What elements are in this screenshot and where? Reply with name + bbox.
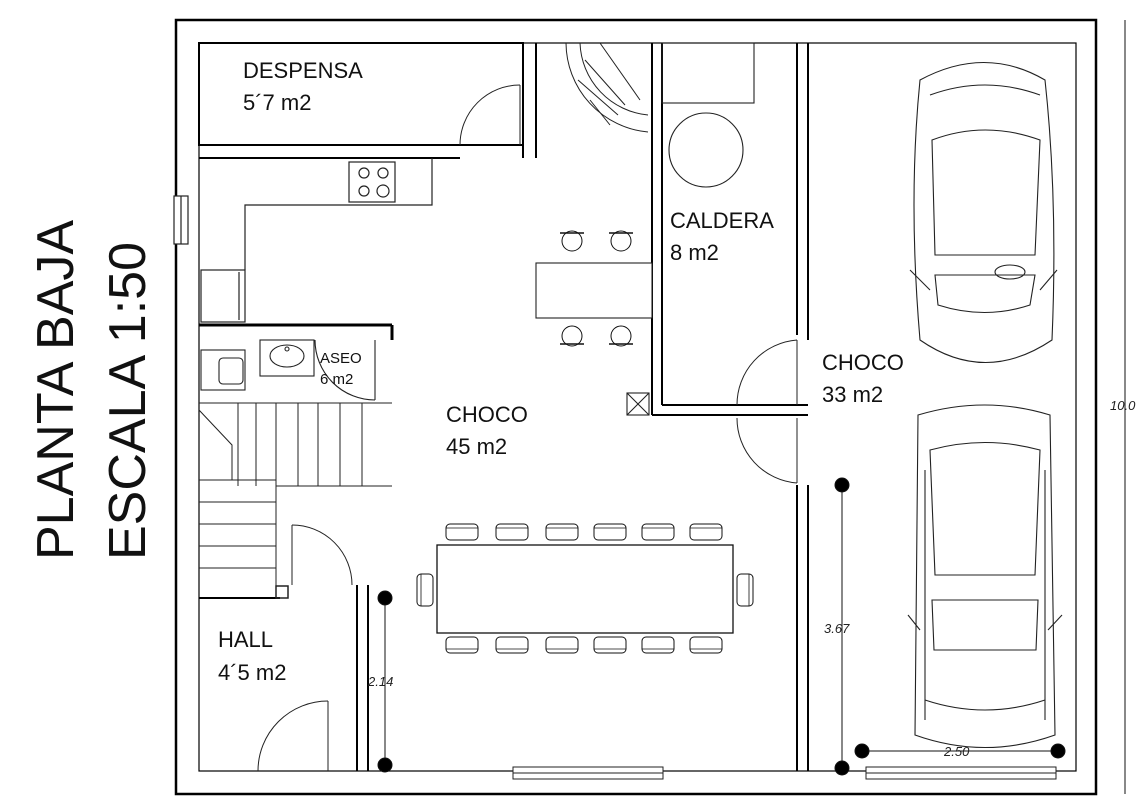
island: [535, 230, 653, 347]
plan-scale: ESCALA 1:50: [99, 242, 157, 560]
room-area-aseo: 6 m2: [320, 371, 353, 388]
room-name-caldera: CALDERA: [670, 208, 774, 233]
dimension-garage-height: 3.67: [824, 621, 850, 636]
car-bottom: [907, 404, 1063, 748]
room-area-choco-garage: 33 m2: [822, 382, 883, 407]
room-name-hall: HALL: [218, 627, 273, 652]
room-area-despensa: 5´7 m2: [243, 90, 311, 115]
spiral-stair: [565, 42, 649, 133]
room-name-choco-main: CHOCO: [446, 402, 528, 427]
car-top: [909, 61, 1058, 363]
room-area-choco-main: 45 m2: [446, 434, 507, 459]
aseo-fixtures: [200, 339, 376, 401]
title-block: PLANTA BAJA ESCALA 1:50: [27, 220, 157, 560]
caldera-fixtures: [626, 42, 755, 416]
left-window: [173, 195, 189, 245]
dimension-garage-width: 2.50: [943, 744, 970, 759]
room-name-aseo: ASEO: [320, 350, 362, 367]
room-name-choco-garage: CHOCO: [822, 350, 904, 375]
room-area-caldera: 8 m2: [670, 240, 719, 265]
dining-table: [416, 523, 754, 654]
dimension-lines: [377, 20, 1126, 794]
dimension-hall-height: 2.14: [367, 674, 393, 689]
room-name-despensa: DESPENSA: [243, 58, 363, 83]
kitchen-counter: [200, 158, 433, 323]
room-area-hall: 4´5 m2: [218, 660, 286, 685]
doors: [257, 84, 798, 772]
dimension-overall: 10.0: [1110, 398, 1136, 413]
walls: [174, 18, 1098, 796]
stairs: [198, 402, 392, 599]
bottom-windows: [512, 766, 1057, 780]
plan-title: PLANTA BAJA: [27, 220, 85, 560]
